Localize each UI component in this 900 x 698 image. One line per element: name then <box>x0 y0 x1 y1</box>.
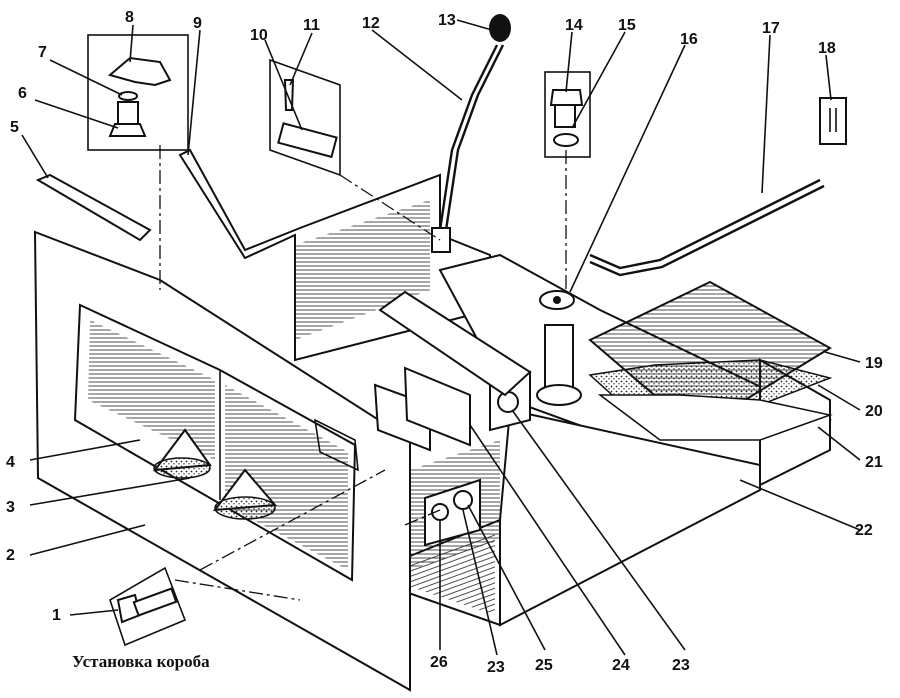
rod-17 <box>589 97 847 277</box>
callout-23-left: 23 <box>487 659 505 676</box>
callout-7: 7 <box>38 44 47 61</box>
callout-8: 8 <box>125 9 134 26</box>
callout-19: 19 <box>865 355 883 372</box>
callout-11: 11 <box>303 17 320 34</box>
callout-21: 21 <box>865 454 883 471</box>
mounting-plate <box>373 290 532 547</box>
post-16 <box>536 290 582 406</box>
lever-12 <box>431 14 511 253</box>
callout-10: 10 <box>250 27 268 44</box>
padding-layers <box>588 280 833 441</box>
callout-numbers: 1 2 3 4 5 6 7 8 9 10 11 12 13 14 15 16 1… <box>6 9 883 676</box>
figure-caption: Установка короба <box>72 652 210 671</box>
bolt-1 <box>109 566 187 647</box>
callout-23-right: 23 <box>672 657 690 674</box>
callout-22: 22 <box>855 522 873 539</box>
leader-lines <box>21 19 861 656</box>
bolt-set-14-15 <box>544 71 591 158</box>
callout-15: 15 <box>618 17 636 34</box>
callout-2: 2 <box>6 547 15 564</box>
callout-1: 1 <box>52 607 61 624</box>
callout-14: 14 <box>565 17 583 34</box>
callout-12: 12 <box>362 15 380 32</box>
strip-5 <box>35 173 152 242</box>
pin-set-10-11 <box>269 58 341 177</box>
callout-26: 26 <box>430 654 448 671</box>
callout-25: 25 <box>535 657 553 674</box>
callout-16: 16 <box>680 31 698 48</box>
callout-18: 18 <box>818 40 836 57</box>
assembly-lines <box>159 145 567 601</box>
callout-13: 13 <box>438 12 456 29</box>
callout-4: 4 <box>6 454 15 471</box>
front-cover <box>33 230 411 692</box>
callout-17: 17 <box>762 20 780 37</box>
callout-20: 20 <box>865 403 883 420</box>
callout-6: 6 <box>18 85 27 102</box>
callout-24: 24 <box>612 657 630 674</box>
callout-5: 5 <box>10 119 19 136</box>
callout-9: 9 <box>193 15 202 32</box>
fastener-set-6-8 <box>87 34 189 151</box>
callout-3: 3 <box>6 499 15 516</box>
